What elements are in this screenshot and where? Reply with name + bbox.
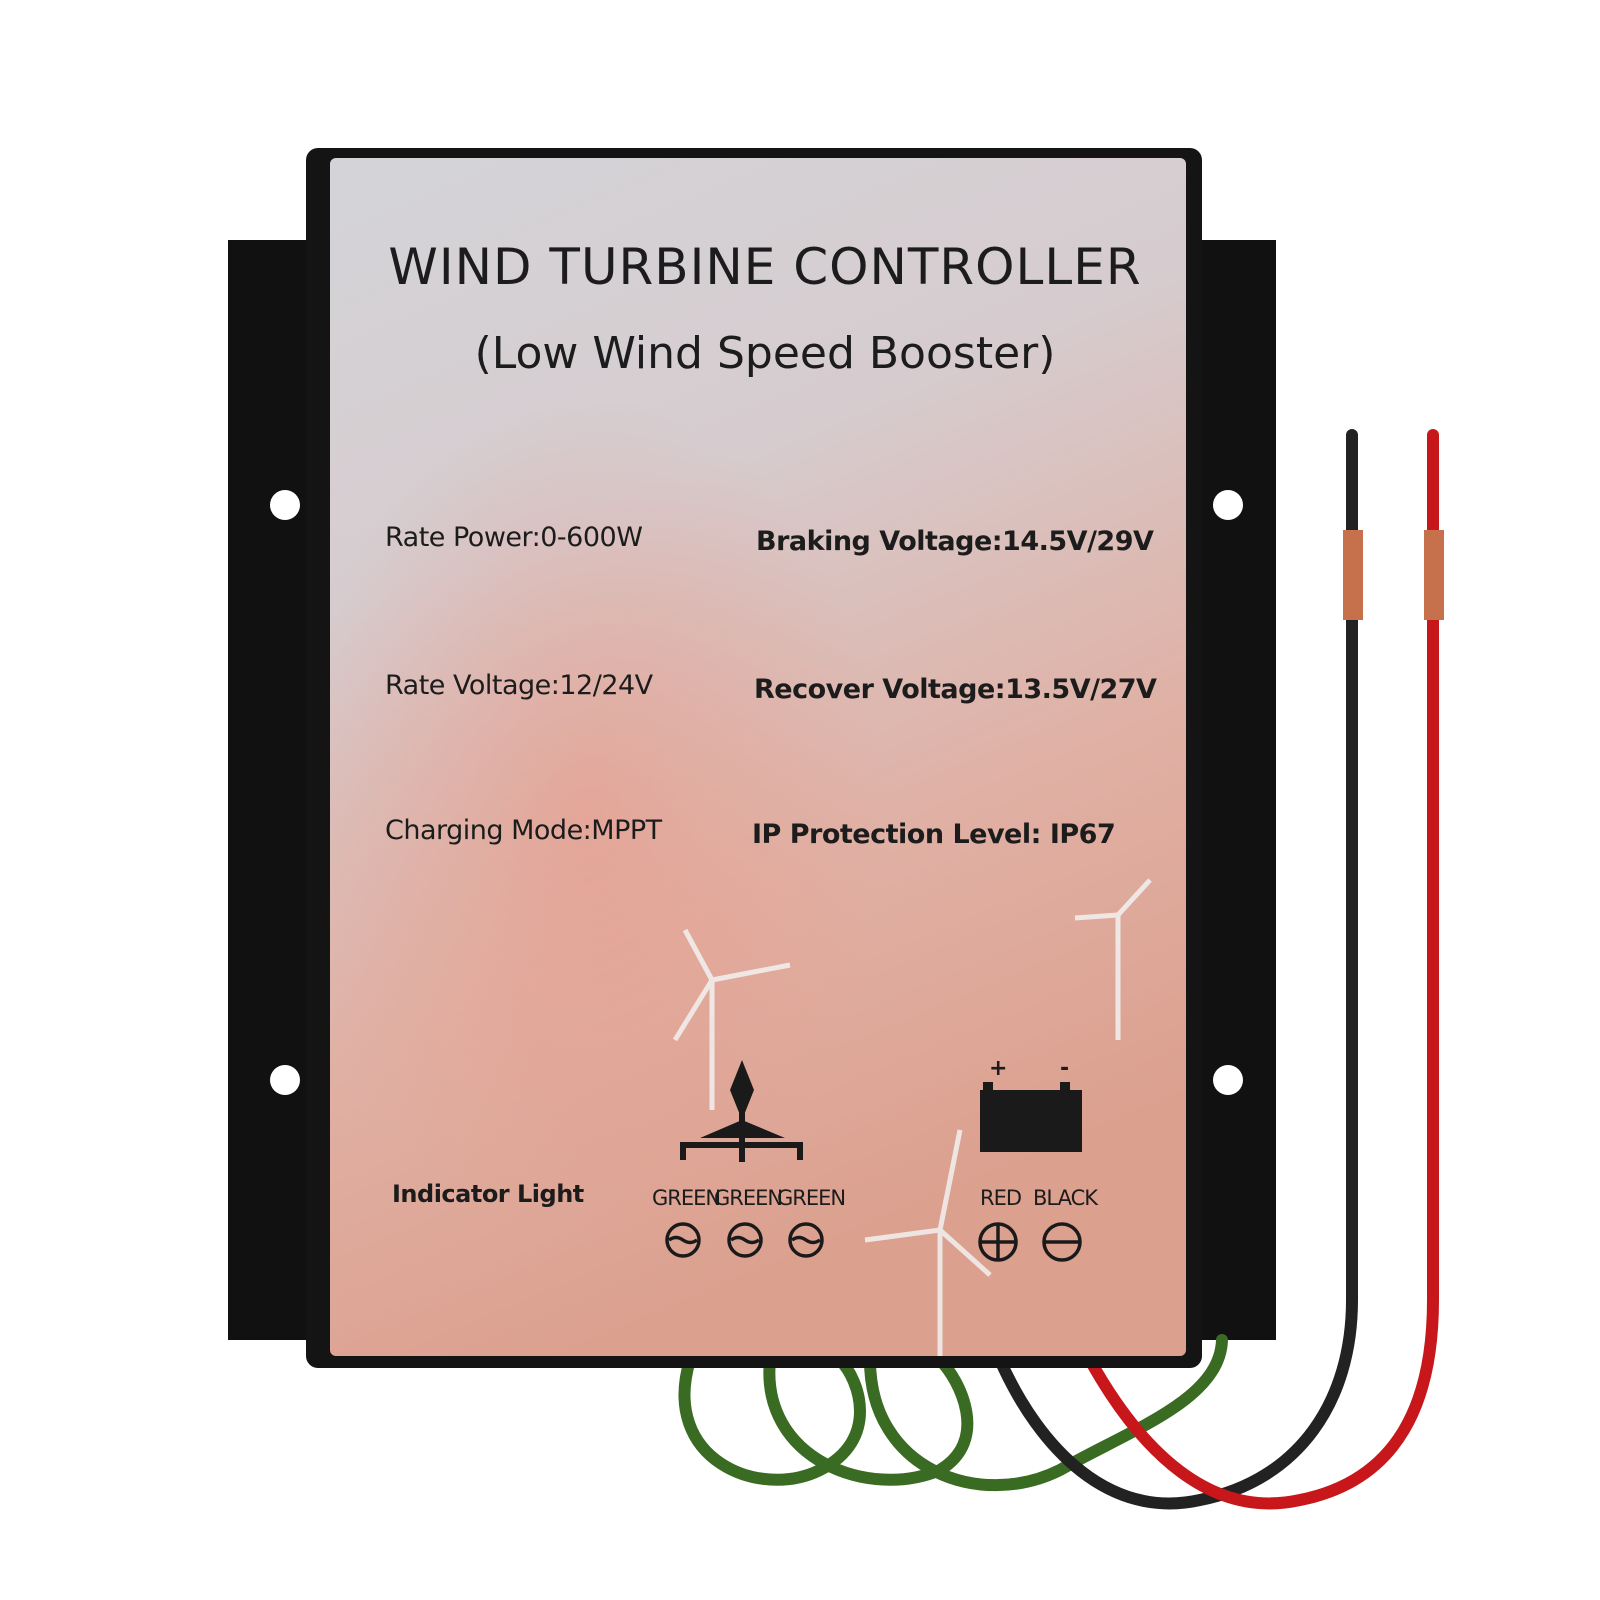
- spec-rate-power: Rate Power:0-600W: [385, 522, 643, 553]
- wire-label-green: GREEN: [652, 1186, 721, 1210]
- wire-label-black: BLACK: [1033, 1186, 1098, 1210]
- mounting-hole: [270, 490, 300, 520]
- left-mounting-flange: [228, 240, 318, 1340]
- wire-label-green: GREEN: [777, 1186, 846, 1210]
- green-wire: [678, 1354, 866, 1486]
- battery-symbol: [980, 1082, 1082, 1152]
- mounting-hole: [1213, 490, 1243, 520]
- spec-braking-voltage: Braking Voltage:14.5V/29V: [756, 526, 1154, 557]
- wires: [678, 429, 1439, 1510]
- copper-wire-end: [1343, 530, 1363, 620]
- product-subtitle: (Low Wind Speed Booster): [474, 328, 1056, 379]
- mounting-hole: [1213, 1065, 1243, 1095]
- terminal-symbols: [665, 1222, 1082, 1262]
- black-wire: [994, 429, 1358, 1510]
- wire-label-green: GREEN: [714, 1186, 783, 1210]
- product-title: WIND TURBINE CONTROLLER: [388, 238, 1142, 296]
- spec-rate-voltage: Rate Voltage:12/24V: [385, 670, 653, 701]
- green-wire: [763, 1354, 974, 1486]
- wire-label-red: RED: [980, 1186, 1022, 1210]
- turbine-graphic: [672, 878, 1152, 1356]
- wind-turbine-symbol: [680, 1060, 803, 1162]
- spec-ip-level: IP Protection Level: IP67: [752, 819, 1116, 850]
- spec-charging-mode: Charging Mode:MPPT: [385, 815, 662, 846]
- green-wire: [864, 1334, 1228, 1492]
- right-mounting-flange: [1192, 240, 1276, 1340]
- mounting-hole: [270, 1065, 300, 1095]
- spec-recover-voltage: Recover Voltage:13.5V/27V: [754, 674, 1157, 705]
- indicator-light-label: Indicator Light: [392, 1180, 584, 1208]
- red-wire: [1084, 429, 1439, 1510]
- battery-plus-sign: +: [989, 1056, 1008, 1081]
- battery-minus-sign: -: [1060, 1056, 1070, 1081]
- copper-wire-end: [1424, 530, 1444, 620]
